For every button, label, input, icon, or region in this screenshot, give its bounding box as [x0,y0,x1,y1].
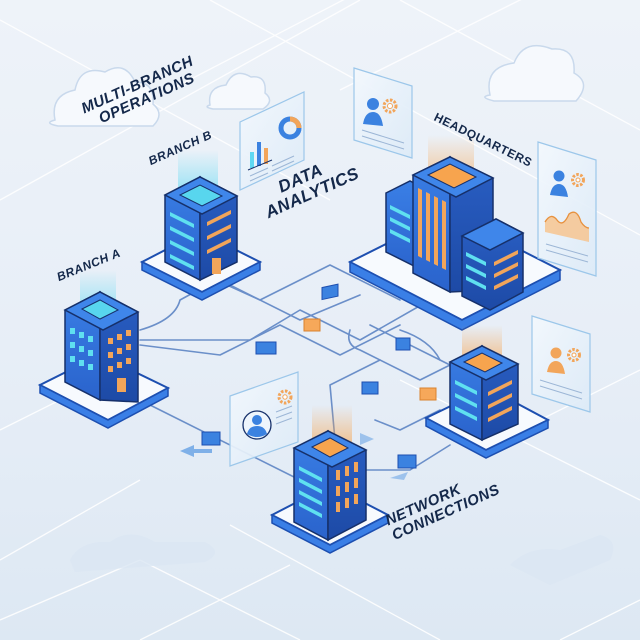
gear-icon [382,98,398,114]
area-chart-icon [544,211,590,242]
packet-orange-2 [419,387,437,401]
panel-data-analytics[interactable] [239,91,305,191]
building-branch-a[interactable] [37,270,171,429]
gear-icon [277,389,293,405]
panel-hq-trend[interactable] [537,141,597,277]
cloud-shadow [70,534,614,585]
building-south-node[interactable] [269,405,391,554]
bar-chart-icon [247,142,273,171]
panel-east-user[interactable] [531,315,591,413]
building-branch-b[interactable] [139,150,263,301]
panel-south-profile[interactable] [229,371,299,467]
packet-blue-4 [361,381,379,395]
packet-orange-1 [303,318,321,332]
cloud-decoration [49,45,585,127]
packet-blue-1 [321,283,339,301]
windows-cyan [70,328,93,370]
user-avatar-icon [242,410,272,440]
user-icon [363,98,383,126]
building-headquarters[interactable] [347,135,563,331]
flow-arrows [180,433,408,480]
user-icon [547,347,565,374]
panel-hq-user[interactable] [353,67,413,159]
gear-icon [571,173,585,187]
packet-blue-2 [255,341,277,355]
building-east-node[interactable] [423,325,551,459]
user-icon [550,170,568,197]
packet-blue-3 [395,337,411,351]
windows-orange [108,330,131,392]
data-packets [201,283,437,469]
donut-chart-icon [278,116,302,140]
packet-blue-6 [397,454,417,469]
packet-blue-5 [201,431,221,446]
gear-icon [567,348,581,362]
